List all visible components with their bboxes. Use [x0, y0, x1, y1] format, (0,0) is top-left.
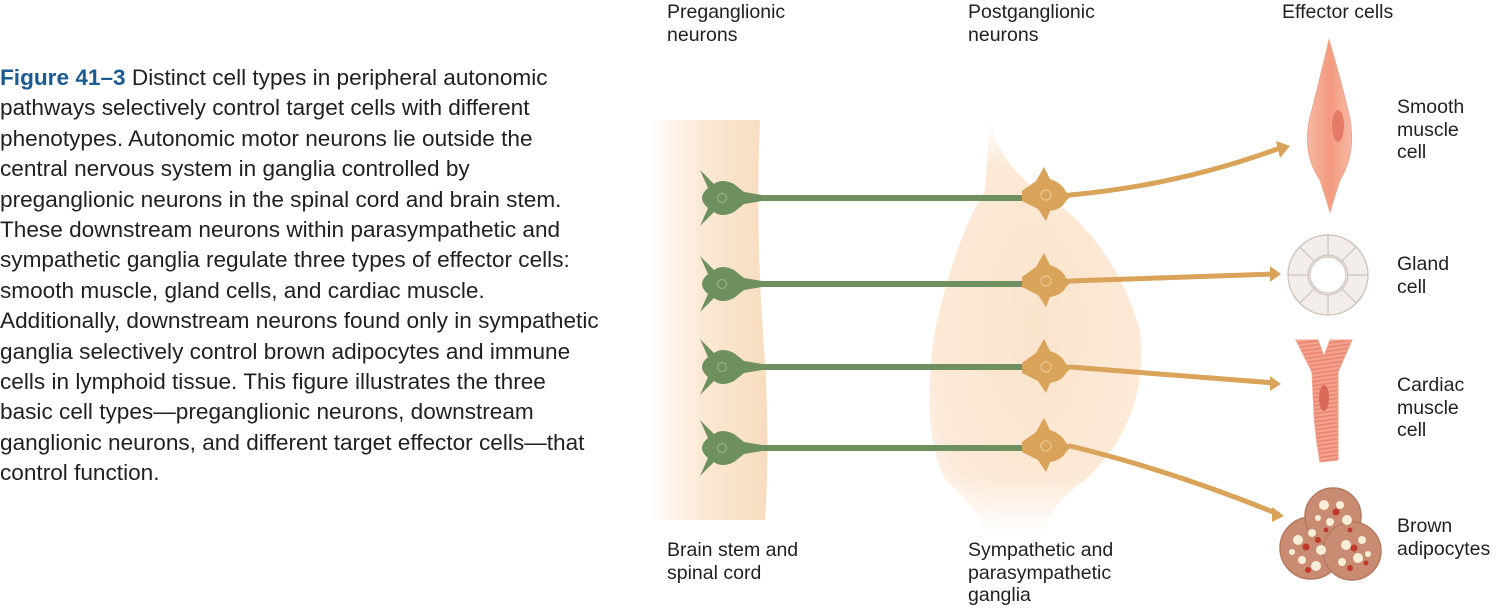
smooth-muscle-label: Smooth muscle cell: [1397, 96, 1465, 163]
postganglionic-neuron: [1022, 418, 1072, 472]
smooth-muscle-cell: [1307, 38, 1353, 214]
figure-caption: Figure 41–3 Distinct cell types in perip…: [0, 63, 600, 489]
postganglionic-neuron: [1022, 339, 1072, 393]
figure-caption-body: Autonomic motor neurons lie outside the …: [0, 125, 599, 486]
gland-cell-label: Gland cell: [1397, 253, 1450, 298]
postganglionic-neurons-label: Postganglionic neurons: [968, 1, 1095, 46]
preganglionic-neuron: [700, 339, 762, 395]
preganglionic-neurons-label: Preganglionic neurons: [667, 1, 786, 46]
cns-region: [648, 120, 768, 520]
preganglionic-neuron: [700, 420, 762, 476]
effector-cells-label: Effector cells: [1282, 1, 1394, 23]
brown-adipocytes-label: Brown adipocytes: [1397, 515, 1491, 560]
brown-adipocytes: [1279, 487, 1382, 581]
preganglionic-axons: [740, 195, 1026, 451]
postganglionic-neuron: [1022, 253, 1072, 307]
figure-heading: Distinct cell types in peripheral autono…: [0, 65, 548, 151]
preganglionic-neuron: [700, 256, 762, 312]
preganglionic-neuron: [700, 170, 762, 226]
brain-stem-label: Brain stem and spinal cord: [667, 539, 799, 584]
cardiac-muscle-label: Cardiac muscle cell: [1397, 374, 1465, 441]
cardiac-muscle-cell: [1295, 339, 1353, 463]
gland-cell: [1287, 234, 1369, 316]
figure-number: Figure 41–3: [0, 65, 126, 90]
preganglionic-neurons: [700, 170, 762, 476]
axon-terminals: [1270, 141, 1290, 522]
postganglionic-neuron: [1022, 167, 1072, 221]
ganglia-label: Sympathetic and parasympathetic ganglia: [968, 539, 1114, 606]
postganglionic-axons: [1067, 145, 1283, 517]
postganglionic-neurons: [1022, 167, 1072, 472]
